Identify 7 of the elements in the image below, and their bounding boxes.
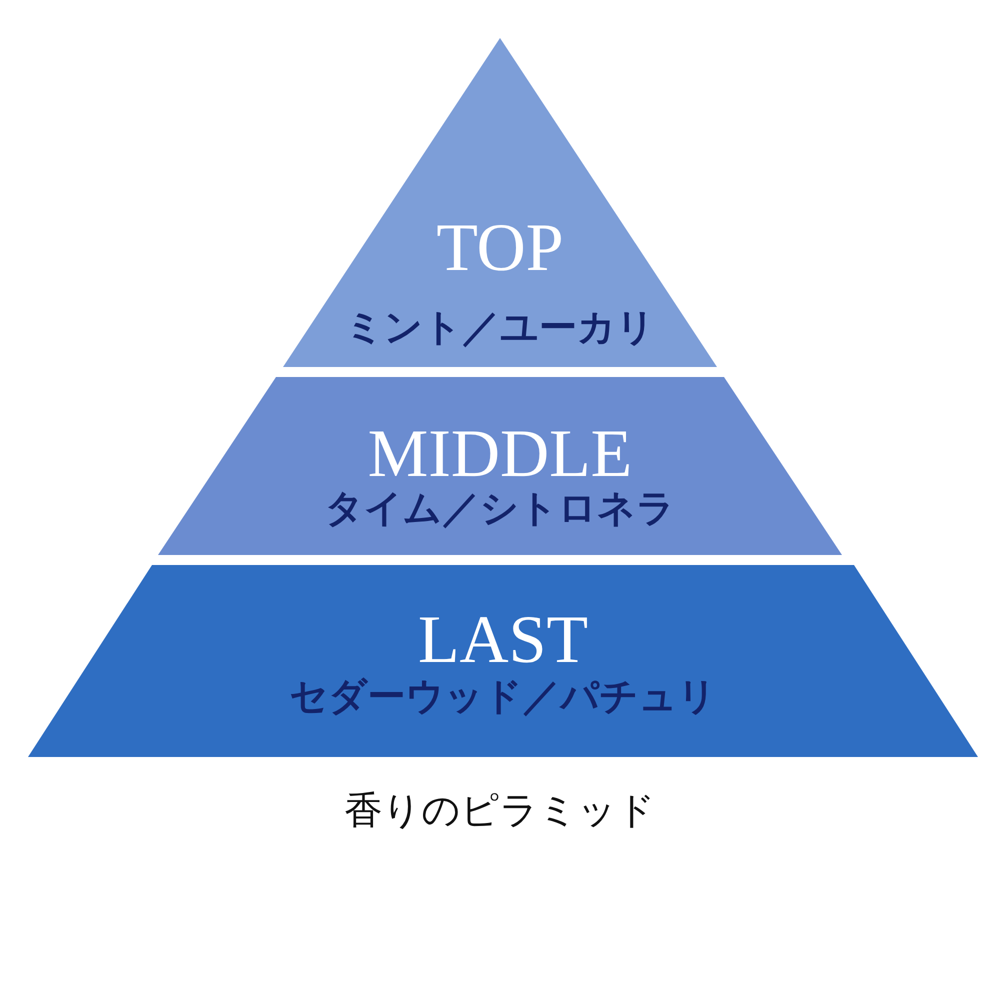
tier-heading: LAST (418, 605, 588, 673)
tier-description: ミント／ユーカリ (345, 308, 655, 346)
tier-description: セダーウッド／パチュリ (290, 677, 716, 715)
tier-description: タイム／シトロネラ (325, 489, 675, 527)
tier-heading: TOP (436, 213, 564, 281)
diagram-caption: 香りのピラミッド (344, 787, 656, 834)
tier-heading: MIDDLE (368, 419, 632, 487)
